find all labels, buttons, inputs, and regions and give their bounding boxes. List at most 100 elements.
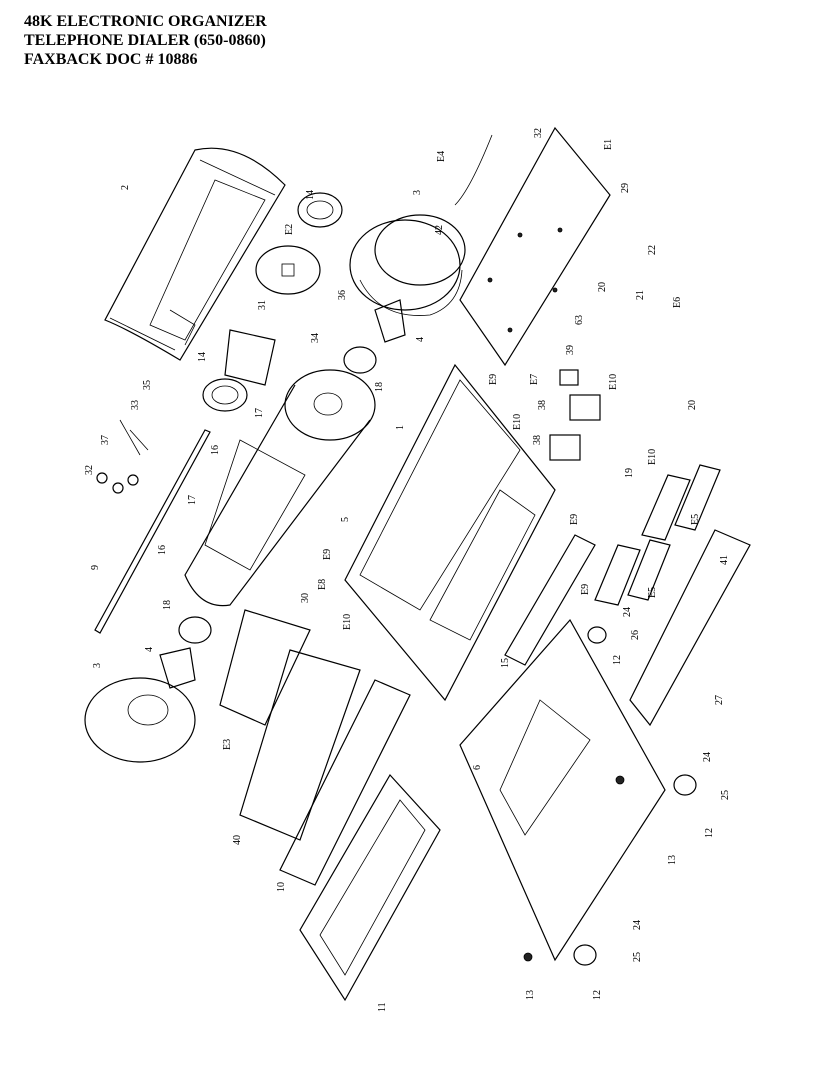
callout: 27 — [714, 695, 725, 705]
part-connector-39 — [559, 369, 579, 386]
callout: 19 — [624, 468, 635, 478]
callout: 39 — [565, 345, 576, 355]
callout: 38 — [537, 400, 548, 410]
part-bracket — [224, 329, 276, 386]
callout: 17 — [187, 495, 198, 505]
part-foot-mid — [673, 774, 697, 796]
title-line-1: 48K ELECTRONIC ORGANIZER — [24, 13, 267, 30]
callout: E1 — [603, 139, 614, 150]
callout: 10 — [276, 882, 287, 892]
part-shaft — [94, 429, 211, 634]
callout: 22 — [647, 245, 658, 255]
part-lcd-e3 — [219, 609, 311, 726]
part-screws-32 — [96, 419, 149, 494]
part-plate-e1 — [454, 126, 611, 367]
callout: 41 — [719, 555, 730, 565]
callout: 18 — [374, 382, 385, 392]
part-rear-cover — [104, 147, 286, 361]
part-gear-bottom — [84, 616, 212, 763]
part-disc-e2 — [255, 245, 321, 295]
part-bar-15 — [504, 534, 596, 666]
callout: 3 — [412, 190, 423, 195]
callout: E10 — [608, 374, 619, 390]
callout: E7 — [529, 374, 540, 385]
callout: E9 — [580, 584, 591, 595]
callout: 16 — [157, 545, 168, 555]
callout: 2 — [120, 185, 131, 190]
callout: 14 — [305, 190, 316, 200]
callout: 42 — [434, 225, 445, 235]
callout: 5 — [340, 517, 351, 522]
callout: 20 — [597, 282, 608, 292]
part-gear-top — [349, 214, 466, 316]
callout: E5 — [647, 587, 658, 598]
part-lcd-40 — [239, 649, 361, 841]
callout: 14 — [197, 352, 208, 362]
callout-labels: 2 14 E2 3 42 E4 32 E1 29 22 20 21 E6 63 … — [84, 128, 731, 1012]
callout: 24 — [702, 752, 713, 762]
part-keyboard-pcb — [299, 773, 441, 1002]
callout: E10 — [512, 414, 523, 430]
callout: 37 — [100, 435, 111, 445]
callout: 20 — [687, 400, 698, 410]
callout: 29 — [620, 183, 631, 193]
callout: 17 — [254, 408, 265, 418]
callout: 12 — [612, 655, 623, 665]
callout: 4 — [144, 647, 155, 652]
title-line-3: FAXBACK DOC # 10886 — [24, 51, 198, 68]
callout: E4 — [436, 151, 447, 162]
callout: 31 — [257, 300, 268, 310]
part-batteries — [594, 464, 721, 606]
callout: 32 — [533, 128, 544, 138]
callout: E2 — [284, 224, 295, 235]
callout: 13 — [525, 990, 536, 1000]
part-bottom-plate — [459, 618, 666, 962]
callout: 3 — [92, 663, 103, 668]
part-circuit-board-41 — [629, 529, 751, 727]
part-hub-top — [374, 299, 406, 343]
part-connector-38-top — [569, 394, 601, 421]
callout: 25 — [632, 952, 643, 962]
title-line-2: TELEPHONE DIALER (650-0860) — [24, 32, 266, 49]
callout: E3 — [222, 739, 233, 750]
callout: 34 — [310, 333, 321, 343]
part-main-enclosure — [184, 369, 376, 607]
callout: E5 — [690, 514, 701, 525]
part-strip-10 — [279, 679, 411, 886]
callout: 21 — [635, 290, 646, 300]
callout: 25 — [720, 790, 731, 800]
callout: 36 — [337, 290, 348, 300]
callout: 32 — [84, 465, 95, 475]
callout: E8 — [317, 579, 328, 590]
callout: E6 — [672, 297, 683, 308]
callout: 26 — [630, 630, 641, 640]
callout: 33 — [130, 400, 141, 410]
callout: 12 — [592, 990, 603, 1000]
part-nut-13 — [523, 952, 533, 962]
callout: 6 — [472, 765, 483, 770]
part-keyboard-housing — [344, 363, 556, 702]
callout: 1 — [395, 425, 406, 430]
callout: E9 — [569, 514, 580, 525]
part-foot-top — [587, 626, 607, 644]
part-ring-18-top — [343, 346, 377, 374]
callout: 30 — [300, 593, 311, 603]
part-washer-top — [297, 192, 343, 228]
callout: 24 — [622, 607, 633, 617]
callout: 18 — [162, 600, 173, 610]
callout: E9 — [488, 374, 499, 385]
part-foot-bottom — [573, 944, 597, 966]
callout: 24 — [632, 920, 643, 930]
part-connector-38-bottom — [549, 434, 581, 461]
callout: 38 — [532, 435, 543, 445]
part-nut-13-mid — [615, 775, 625, 785]
callout: E10 — [342, 614, 353, 630]
callout: 40 — [232, 835, 243, 845]
callout: 15 — [500, 658, 511, 668]
callout: 9 — [90, 565, 101, 570]
callout: 11 — [377, 1002, 388, 1012]
part-washer-mid — [202, 378, 248, 412]
callout: E10 — [647, 449, 658, 465]
callout: 4 — [415, 337, 426, 342]
